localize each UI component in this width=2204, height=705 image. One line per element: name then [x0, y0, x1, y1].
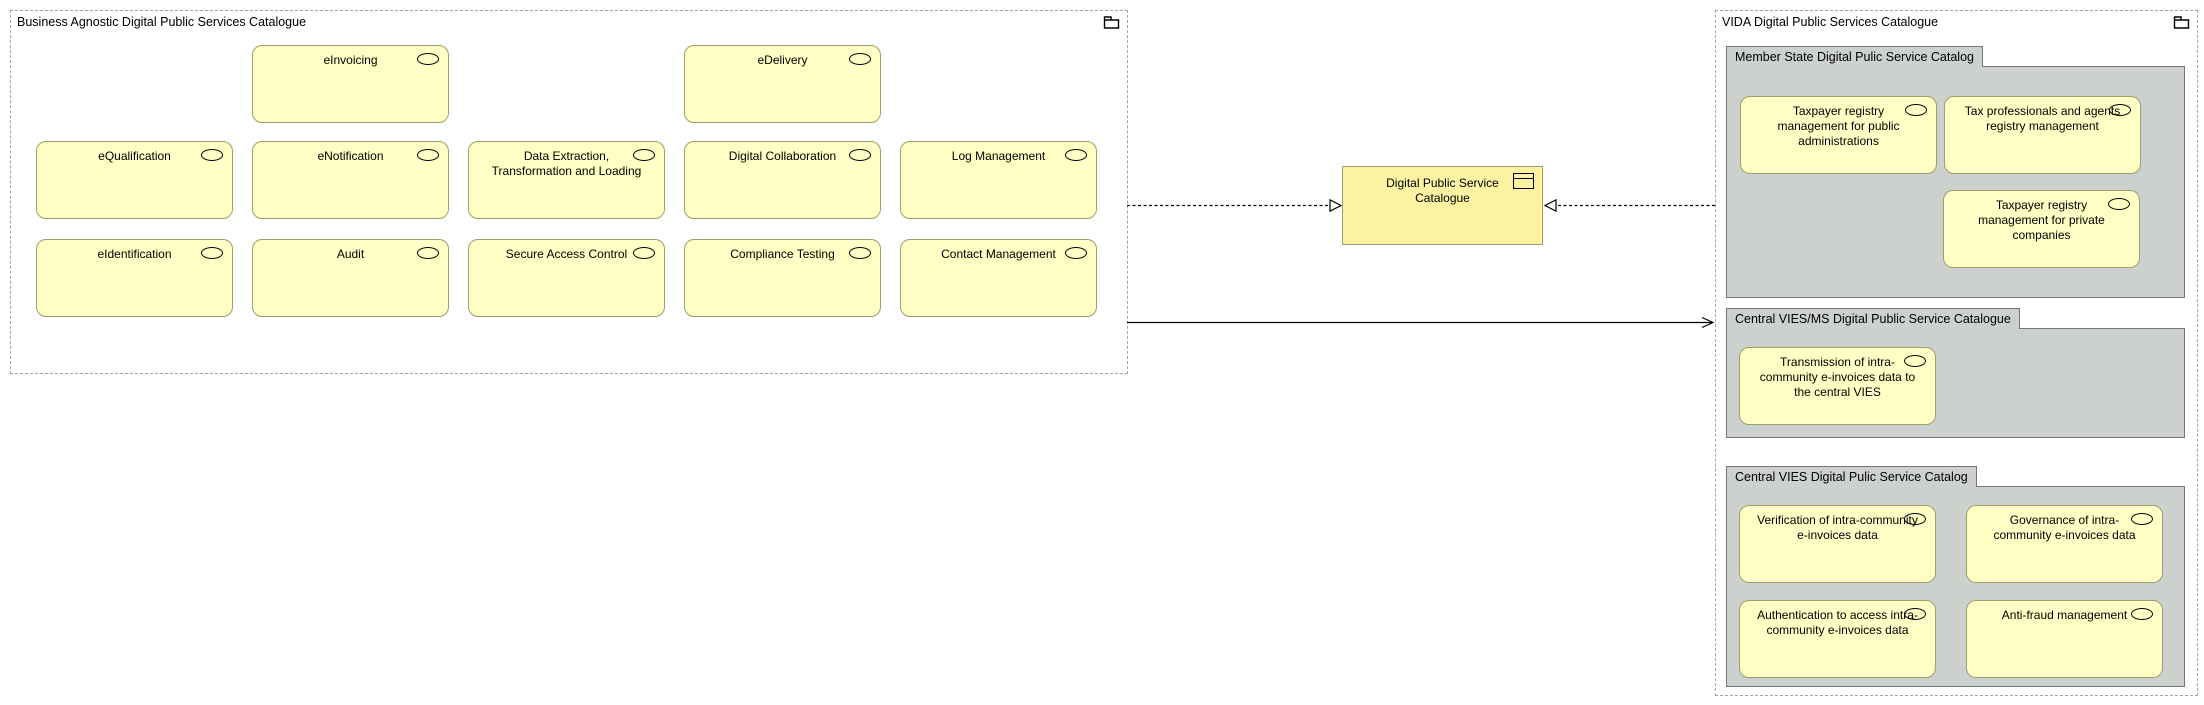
application-service-icon — [633, 149, 655, 161]
service-label: Secure Access Control — [505, 247, 628, 261]
service-label: Data Extraction, Transformation and Load… — [491, 149, 642, 178]
subgroup-tab-central-vies-ms[interactable]: Central VIES/MS Digital Public Service C… — [1726, 308, 2020, 329]
service-digital-collaboration[interactable]: Digital Collaboration — [684, 141, 881, 219]
service-label: Tax professionals and agents registry ma… — [1964, 104, 2121, 133]
service-label: Anti-fraud management — [2001, 608, 2128, 622]
service-governance-intra-community-einvoices[interactable]: Governance of intra-community e-invoices… — [1966, 505, 2163, 583]
service-eidentification[interactable]: eIdentification — [36, 239, 233, 317]
application-service-icon — [1904, 608, 1926, 620]
service-label: Contact Management — [941, 247, 1056, 261]
component-label: Digital Public Service Catalogue — [1386, 176, 1499, 205]
service-label: eQualification — [98, 149, 171, 163]
service-taxpayer-registry-public-administrations[interactable]: Taxpayer registry management for public … — [1740, 96, 1937, 174]
service-audit[interactable]: Audit — [252, 239, 449, 317]
service-compliance-testing[interactable]: Compliance Testing — [684, 239, 881, 317]
application-service-icon — [1904, 513, 1926, 525]
service-log-management[interactable]: Log Management — [900, 141, 1097, 219]
product-icon — [1513, 173, 1534, 189]
service-contact-management[interactable]: Contact Management — [900, 239, 1097, 317]
service-label: Compliance Testing — [730, 247, 835, 261]
application-service-icon — [2109, 104, 2131, 116]
service-data-extraction-transformation-loading[interactable]: Data Extraction, Transformation and Load… — [468, 141, 665, 219]
service-label: Audit — [336, 247, 365, 261]
service-tax-professionals-agents-registry[interactable]: Tax professionals and agents registry ma… — [1944, 96, 2141, 174]
subgroup-tab-central-vies[interactable]: Central VIES Digital Pulic Service Catal… — [1726, 466, 1977, 487]
service-einvoicing[interactable]: eInvoicing — [252, 45, 449, 123]
service-anti-fraud-management[interactable]: Anti-fraud management — [1966, 600, 2163, 678]
application-service-icon — [1904, 355, 1926, 367]
application-service-icon — [849, 53, 871, 65]
service-secure-access-control[interactable]: Secure Access Control — [468, 239, 665, 317]
service-label: eDelivery — [757, 53, 808, 67]
application-service-icon — [201, 149, 223, 161]
folder-icon — [1103, 16, 1120, 29]
application-service-icon — [1065, 149, 1087, 161]
service-equalification[interactable]: eQualification — [36, 141, 233, 219]
service-authentication-access-intra-community[interactable]: Authentication to access intra-community… — [1739, 600, 1936, 678]
service-label: Authentication to access intra-community… — [1757, 608, 1918, 637]
flow-arrow[interactable] — [1127, 316, 1715, 329]
subgroup-tab-member-state[interactable]: Member State Digital Pulic Service Catal… — [1726, 46, 1983, 67]
group-vida-catalogue[interactable]: VIDA Digital Public Services Catalogue — [1715, 10, 2198, 696]
service-edelivery[interactable]: eDelivery — [684, 45, 881, 123]
service-label: Log Management — [951, 149, 1046, 163]
application-service-icon — [849, 247, 871, 259]
service-verification-intra-community-einvoices[interactable]: Verification of intra-community e-invoic… — [1739, 505, 1936, 583]
realization-arrow-right[interactable] — [1543, 198, 1715, 213]
application-service-icon — [1905, 104, 1927, 116]
service-label: Verification of intra-community e-invoic… — [1757, 513, 1918, 542]
service-label: Taxpayer registry management for private… — [1978, 198, 2105, 242]
service-label: Transmission of intra-community e-invoic… — [1759, 355, 1916, 399]
application-service-icon — [2131, 608, 2153, 620]
application-service-icon — [417, 149, 439, 161]
application-service-icon — [1065, 247, 1087, 259]
service-label: eInvoicing — [323, 53, 378, 67]
application-service-icon — [417, 247, 439, 259]
service-enotification[interactable]: eNotification — [252, 141, 449, 219]
realization-arrow-left[interactable] — [1127, 198, 1343, 213]
application-service-icon — [2108, 198, 2130, 210]
component-digital-public-service-catalogue[interactable]: Digital Public Service Catalogue — [1342, 166, 1543, 245]
service-transmission-intra-community-einvoices[interactable]: Transmission of intra-community e-invoic… — [1739, 347, 1936, 425]
service-label: Governance of intra-community e-invoices… — [1993, 513, 2136, 542]
application-service-icon — [201, 247, 223, 259]
group-title-vida: VIDA Digital Public Services Catalogue — [1722, 15, 1939, 29]
application-service-icon — [633, 247, 655, 259]
application-service-icon — [417, 53, 439, 65]
application-service-icon — [849, 149, 871, 161]
service-label: eIdentification — [97, 247, 172, 261]
service-taxpayer-registry-private-companies[interactable]: Taxpayer registry management for private… — [1943, 190, 2140, 268]
service-label: eNotification — [317, 149, 384, 163]
folder-icon — [2173, 16, 2190, 29]
group-business-agnostic-catalogue[interactable]: Business Agnostic Digital Public Service… — [10, 10, 1128, 374]
service-label: Digital Collaboration — [728, 149, 837, 163]
service-label: Taxpayer registry management for public … — [1777, 104, 1900, 148]
application-service-icon — [2131, 513, 2153, 525]
group-title-business-agnostic: Business Agnostic Digital Public Service… — [17, 15, 307, 29]
